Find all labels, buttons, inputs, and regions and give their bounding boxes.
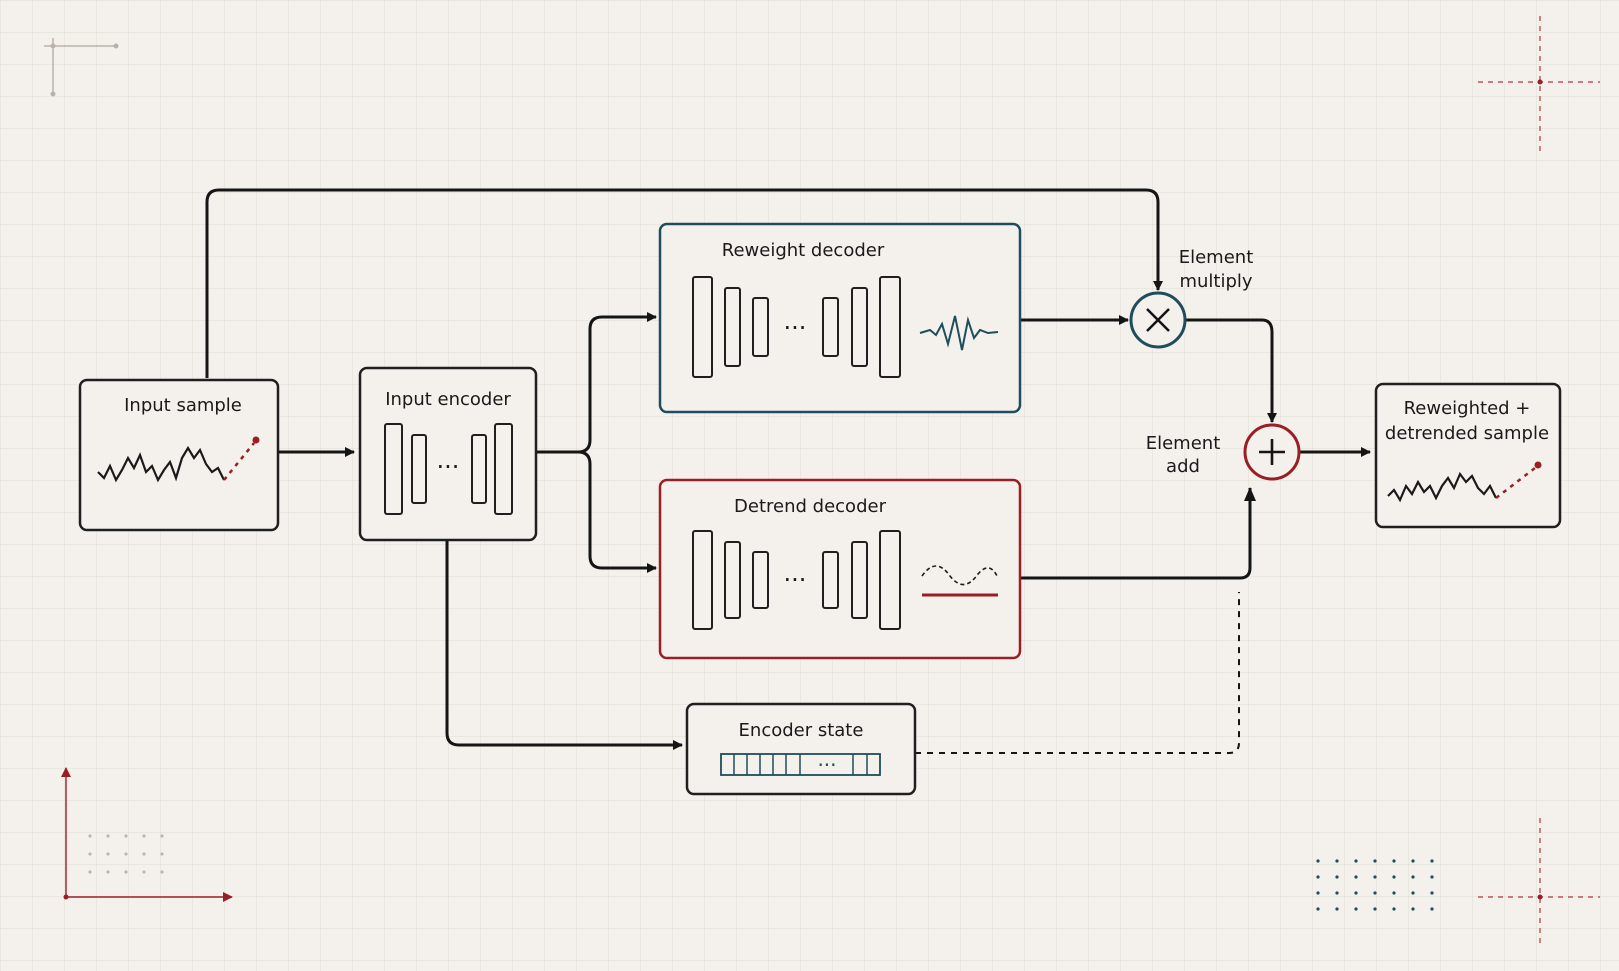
output-signal-wave (1387, 471, 1497, 503)
decor-dot (1316, 859, 1320, 863)
input-encoder-label: Input encoder (385, 389, 511, 410)
encoder-state-label: Encoder state (739, 720, 864, 741)
decor-dot (1354, 907, 1358, 911)
node-output-sample: Reweighted + detrended sample (1374, 382, 1562, 529)
reweight-decoder-label: Reweight decoder (722, 240, 885, 261)
node-element-add: Element add (1146, 423, 1301, 481)
decor-dot (124, 852, 128, 856)
decor-axes (61, 767, 233, 902)
node-encoder-state: Encoder state ··· (685, 702, 917, 796)
decor-dot (1411, 891, 1415, 895)
decor-dot (1392, 875, 1396, 879)
encoder-ellipsis: ··· (437, 453, 460, 481)
output-label-line1: Reweighted + (1404, 398, 1531, 419)
decor-dot (142, 852, 146, 856)
decor-dot (1430, 859, 1434, 863)
node-reweight-decoder: Reweight decoder ··· (658, 222, 1022, 414)
decor-dot (1335, 907, 1339, 911)
decor-top-right-crosshair (1478, 16, 1600, 152)
decor-dot (1373, 875, 1377, 879)
node-detrend-decoder: Detrend decoder ··· (658, 478, 1022, 660)
node-element-multiply: Element multiply (1129, 247, 1254, 349)
add-label-line1: Element (1146, 433, 1221, 454)
decor-dot (1335, 859, 1339, 863)
node-input-encoder: Input encoder ··· (358, 366, 538, 542)
detrend-decoder-label: Detrend decoder (734, 496, 887, 517)
reweight-ellipsis: ··· (784, 314, 807, 342)
output-label-line2: detrended sample (1385, 423, 1549, 444)
multiply-label-line2: multiply (1179, 271, 1252, 292)
decor-dot (142, 834, 146, 838)
decor-dot (124, 834, 128, 838)
decor-dot (1335, 891, 1339, 895)
decor-dot (124, 870, 128, 874)
edge-encoder-to-reweight (536, 312, 657, 454)
multiply-label-line1: Element (1179, 247, 1254, 268)
decor-dot (1316, 907, 1320, 911)
node-input-sample: Input sample (78, 378, 280, 532)
edge-detrend-to-add (1018, 487, 1256, 580)
decor-dot (1430, 907, 1434, 911)
edge-encoder-to-state (445, 540, 683, 750)
decor-bottom-right-crosshair (1478, 818, 1600, 948)
input-signal-wave (97, 445, 225, 483)
decor-dot (1430, 891, 1434, 895)
decor-dot (106, 870, 110, 874)
decor-dot (142, 870, 146, 874)
decor-dot (1411, 907, 1415, 911)
decor-dot (160, 834, 164, 838)
decor-dot (1411, 875, 1415, 879)
input-sample-label: Input sample (124, 395, 242, 416)
decor-dot (88, 852, 92, 856)
connections (205, 188, 1371, 754)
input-signal-forecast (223, 442, 255, 481)
decor-dot-grid-gray (88, 834, 164, 874)
decor-dot (1430, 875, 1434, 879)
decor-dot (88, 870, 92, 874)
decor-dot (1373, 907, 1377, 911)
edge-state-to-add-dashed (915, 592, 1240, 754)
edge-sample-to-multiply (205, 188, 1163, 378)
reweight-waveform-icon (919, 315, 999, 351)
state-ellipsis: ··· (817, 753, 836, 777)
decor-dot (1354, 891, 1358, 895)
decor-dot (106, 834, 110, 838)
decor-dot (1354, 859, 1358, 863)
add-label-line2: add (1166, 456, 1200, 477)
detrend-trend-icon (921, 565, 999, 586)
decor-dot (88, 834, 92, 838)
edge-multiply-to-add (1186, 318, 1277, 423)
decor-dot (1354, 875, 1358, 879)
detrend-ellipsis: ··· (784, 566, 807, 594)
decor-dot (1392, 859, 1396, 863)
edge-encoder-to-detrend (577, 450, 657, 573)
decor-top-left-crosshair (44, 38, 119, 97)
decor-dot (1392, 907, 1396, 911)
decor-dot (1316, 875, 1320, 879)
decor-dot-grid-teal (1316, 859, 1434, 911)
decor-dot (160, 852, 164, 856)
decor-dot (1335, 875, 1339, 879)
decor-dot (1373, 891, 1377, 895)
decor-dot (106, 852, 110, 856)
decor-dot (160, 870, 164, 874)
decor-dot (1373, 859, 1377, 863)
decor-dot (1316, 891, 1320, 895)
decor-dot (1411, 859, 1415, 863)
decor-dot (1392, 891, 1396, 895)
